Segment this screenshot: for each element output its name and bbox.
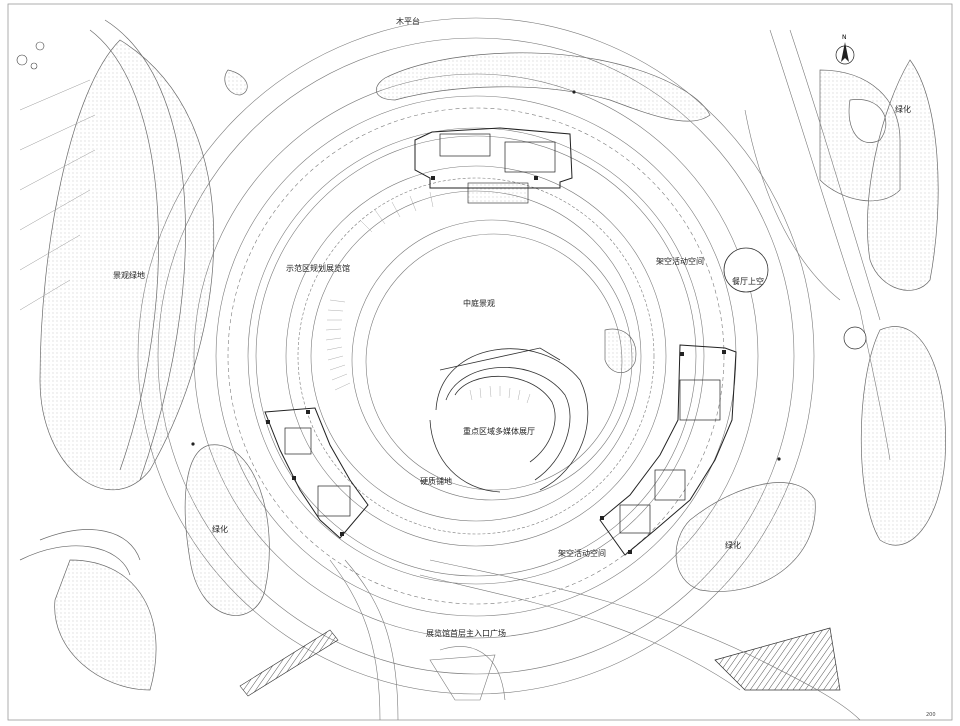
label-multimedia-hall: 重点区域多媒体展厅 <box>463 427 535 436</box>
building-inner-ring <box>285 165 667 547</box>
ramp-hatch <box>714 627 841 691</box>
north-arrow-icon <box>835 42 855 65</box>
building-outer-ring <box>247 127 705 585</box>
label-landscape-green: 景观绿地 <box>113 271 145 280</box>
label-hard-paving: 硬质铺地 <box>420 477 452 486</box>
north-letter: N <box>842 34 847 41</box>
label-green-sw: 绿化 <box>212 525 228 534</box>
label-green-se: 绿化 <box>725 541 741 550</box>
scale-text: 200 <box>926 712 936 718</box>
label-elevated-space-ne: 架空活动空间 <box>656 257 704 266</box>
landscape-green-area <box>39 39 215 491</box>
label-courtyard: 中庭景观 <box>463 299 495 308</box>
label-planning-hall: 示范区规划展览馆 <box>286 264 350 273</box>
west-wing <box>264 407 369 539</box>
label-wood-deck: 木平台 <box>396 17 420 26</box>
wood-deck-lens <box>375 52 711 122</box>
label-elevated-space-s: 架空活动空间 <box>558 549 606 558</box>
drawing-frame <box>7 3 953 721</box>
label-restaurant-above: 餐厅上空 <box>732 277 764 286</box>
label-green-ne: 绿化 <box>895 105 911 114</box>
green-area-sw <box>184 444 270 616</box>
east-wing <box>599 344 737 556</box>
multimedia-hall <box>429 347 589 493</box>
north-wing <box>414 127 573 204</box>
green-area-se <box>675 482 816 592</box>
courtyard-ring <box>351 219 633 501</box>
label-entrance-plaza: 展览馆首层主入口广场 <box>426 629 506 638</box>
restaurant-above-circle <box>723 247 769 293</box>
